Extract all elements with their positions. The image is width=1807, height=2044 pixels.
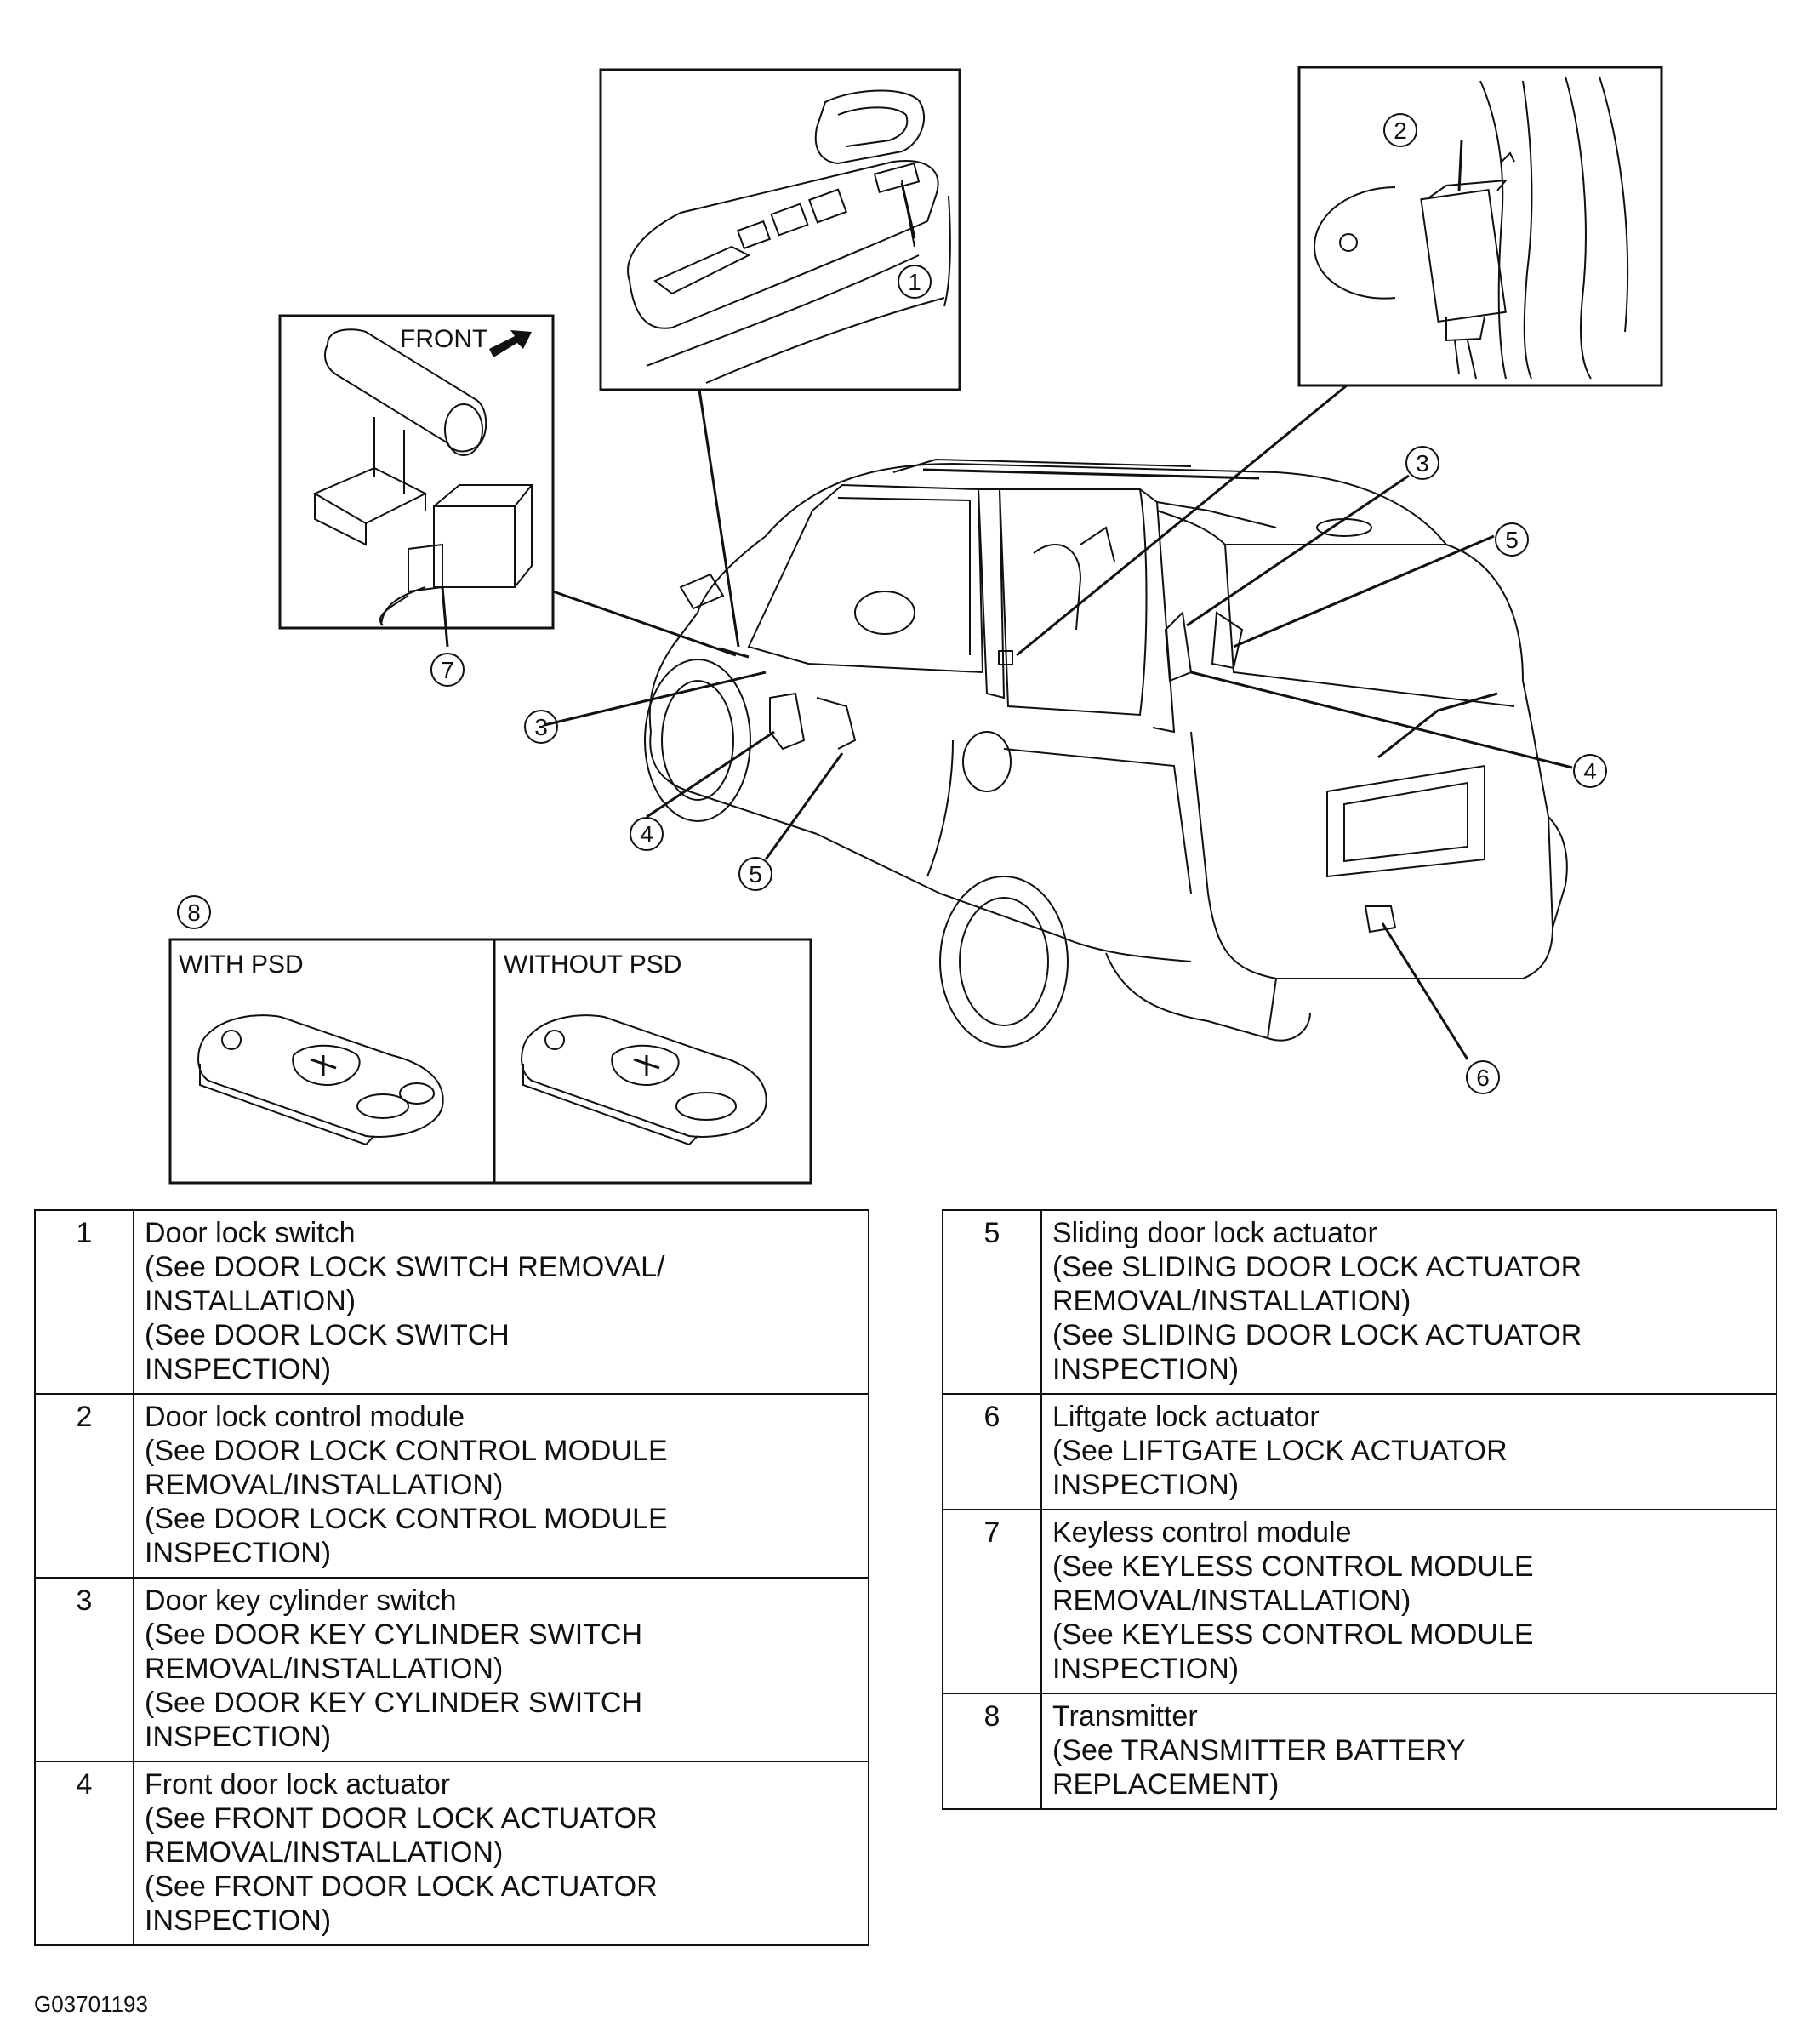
legend-row: 8 Transmitter (See TRANSMITTER BATTERY R… (942, 1693, 1777, 1810)
legend-table-left: 1 Door lock switch (See DOOR LOCK SWITCH… (34, 1209, 869, 1946)
callout-2: 2 (1383, 113, 1417, 147)
legend-line: (See SLIDING DOOR LOCK ACTUATOR (1052, 1319, 1582, 1351)
legend-line: (See KEYLESS CONTROL MODULE (1052, 1619, 1534, 1651)
legend-row: 6 Liftgate lock actuator (See LIFTGATE L… (942, 1393, 1777, 1510)
legend-number: 4 (34, 1761, 134, 1946)
legend-number: 6 (942, 1393, 1042, 1510)
legend-line: (See FRONT DOOR LOCK ACTUATOR (145, 1870, 658, 1903)
callout-4-rear: 4 (1573, 754, 1607, 788)
svg-text:7: 7 (441, 657, 454, 683)
legend-line: (See SLIDING DOOR LOCK ACTUATOR (1052, 1251, 1582, 1283)
legend-line: Door lock switch (145, 1217, 356, 1249)
legend-line: (See DOOR LOCK SWITCH REMOVAL/ (145, 1251, 665, 1283)
callout-3-rear: 3 (1405, 446, 1439, 480)
svg-text:2: 2 (1394, 117, 1407, 144)
legend-description: Door lock control module (See DOOR LOCK … (133, 1393, 869, 1579)
callouts: 1 2 3 3 4 4 5 5 (177, 113, 1607, 1094)
legend-number: 5 (942, 1209, 1042, 1395)
legend-line: (See DOOR LOCK SWITCH (145, 1319, 510, 1351)
legend-line: INSPECTION) (145, 1904, 332, 1937)
legend-row: 7 Keyless control module (See KEYLESS CO… (942, 1509, 1777, 1694)
legend-description: Transmitter (See TRANSMITTER BATTERY REP… (1040, 1693, 1777, 1810)
callout-4-front: 4 (630, 817, 664, 851)
legend-row: 4 Front door lock actuator (See FRONT DO… (34, 1761, 869, 1946)
legend-description: Sliding door lock actuator (See SLIDING … (1040, 1209, 1777, 1395)
legend-line: Sliding door lock actuator (1052, 1217, 1377, 1249)
inset-front-label: FRONT (400, 325, 487, 353)
svg-text:8: 8 (187, 899, 201, 926)
callout-1: 1 (898, 265, 932, 299)
legend-line: INSPECTION) (145, 1721, 332, 1753)
legend-line: REMOVAL/INSTALLATION) (1052, 1584, 1411, 1617)
svg-text:4: 4 (1583, 758, 1597, 785)
transmitter-box: WITH PSD WITHOUT PSD (168, 938, 812, 1185)
legend-description: Door key cylinder switch (See DOOR KEY C… (133, 1577, 869, 1762)
legend-line: INSPECTION) (1052, 1653, 1240, 1685)
legend-line: (See LIFTGATE LOCK ACTUATOR (1052, 1435, 1508, 1467)
legend-line: REMOVAL/INSTALLATION) (145, 1836, 504, 1869)
legend-line: INSPECTION) (1052, 1353, 1240, 1385)
legend-line: Door lock control module (145, 1401, 465, 1433)
legend-line: (See DOOR LOCK CONTROL MODULE (145, 1435, 668, 1467)
key-fob-with-psd (197, 1014, 444, 1146)
minivan-illustration (644, 458, 1568, 1048)
component-location-diagram: FRONT WITH PSD WITHOUT PSD (168, 66, 1663, 1185)
legend-description: Keyless control module (See KEYLESS CONT… (1040, 1509, 1777, 1694)
legend-description: Front door lock actuator (See FRONT DOOR… (133, 1761, 869, 1946)
legend-line: (See DOOR LOCK CONTROL MODULE (145, 1503, 668, 1535)
legend-line: (See DOOR KEY CYLINDER SWITCH (145, 1687, 643, 1719)
with-psd-label: WITH PSD (179, 951, 304, 979)
svg-text:1: 1 (908, 269, 921, 295)
figure-code: G03701193 (34, 1991, 148, 2017)
callout-3-front: 3 (524, 710, 558, 744)
legend-row: 5 Sliding door lock actuator (See SLIDIN… (942, 1209, 1777, 1395)
front-arrow-icon (489, 330, 532, 357)
callout-6: 6 (1466, 1060, 1500, 1094)
legend-line: (See FRONT DOOR LOCK ACTUATOR (145, 1802, 658, 1835)
inset-door-lock-control-module (1297, 66, 1663, 387)
svg-text:3: 3 (534, 714, 548, 740)
inset-door-lock-switch (599, 68, 961, 391)
legend-row: 1 Door lock switch (See DOOR LOCK SWITCH… (34, 1209, 869, 1395)
callout-8: 8 (177, 895, 211, 929)
leader-lines (441, 140, 1573, 1060)
legend-number: 3 (34, 1577, 134, 1762)
legend-line: (See KEYLESS CONTROL MODULE (1052, 1550, 1534, 1583)
legend-description: Liftgate lock actuator (See LIFTGATE LOC… (1040, 1393, 1777, 1510)
svg-text:4: 4 (640, 821, 653, 848)
callout-5-front: 5 (738, 857, 772, 891)
legend-line: Front door lock actuator (145, 1768, 451, 1801)
svg-text:5: 5 (1505, 527, 1519, 553)
legend-number: 7 (942, 1509, 1042, 1694)
legend-line: REMOVAL/INSTALLATION) (145, 1653, 504, 1685)
without-psd-label: WITHOUT PSD (504, 951, 681, 979)
legend-line: Keyless control module (1052, 1516, 1352, 1549)
legend-line: (See DOOR KEY CYLINDER SWITCH (145, 1619, 643, 1651)
legend-number: 8 (942, 1693, 1042, 1810)
legend-table-right: 5 Sliding door lock actuator (See SLIDIN… (942, 1209, 1777, 1810)
legend-line: INSPECTION) (145, 1353, 332, 1385)
legend-line: Transmitter (1052, 1700, 1198, 1733)
legend-row: 2 Door lock control module (See DOOR LOC… (34, 1393, 869, 1579)
svg-text:6: 6 (1476, 1065, 1490, 1091)
inset-keyless-control-module: FRONT (278, 314, 555, 630)
legend-line: REPLACEMENT) (1052, 1768, 1280, 1801)
legend-line: REMOVAL/INSTALLATION) (1052, 1285, 1411, 1317)
legend-line: INSTALLATION) (145, 1285, 356, 1317)
callout-5-rear: 5 (1495, 522, 1529, 557)
callout-7: 7 (430, 653, 465, 687)
legend-line: INSPECTION) (1052, 1469, 1240, 1501)
svg-text:5: 5 (749, 861, 762, 888)
legend-number: 1 (34, 1209, 134, 1395)
svg-text:3: 3 (1416, 450, 1429, 477)
legend-line: (See TRANSMITTER BATTERY (1052, 1734, 1466, 1767)
legend-number: 2 (34, 1393, 134, 1579)
legend-line: INSPECTION) (145, 1537, 332, 1569)
legend-line: Door key cylinder switch (145, 1584, 457, 1617)
key-fob-without-psd (521, 1014, 767, 1146)
legend-line: REMOVAL/INSTALLATION) (145, 1469, 504, 1501)
legend-line: Liftgate lock actuator (1052, 1401, 1320, 1433)
legend-row: 3 Door key cylinder switch (See DOOR KEY… (34, 1577, 869, 1762)
legend-description: Door lock switch (See DOOR LOCK SWITCH R… (133, 1209, 869, 1395)
